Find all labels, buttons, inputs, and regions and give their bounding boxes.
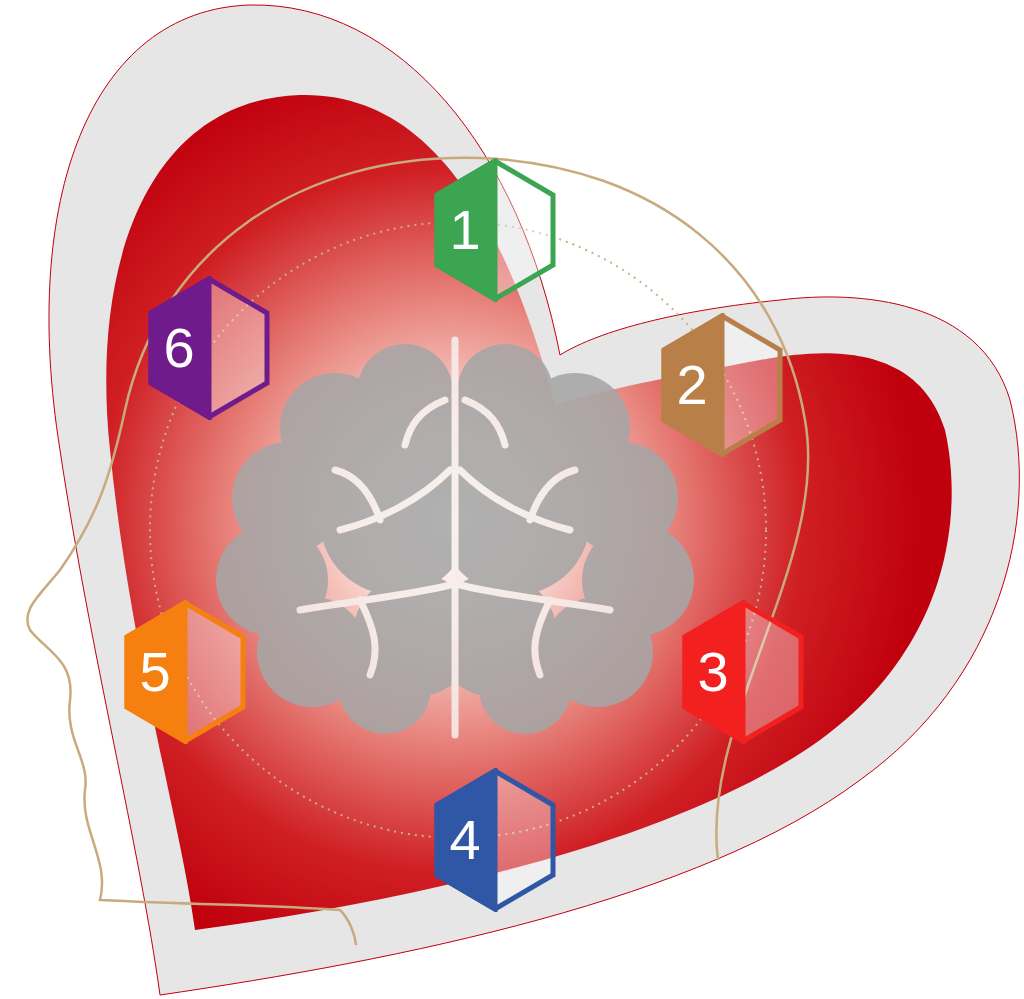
head-profile — [27, 158, 808, 945]
hexagon-border — [664, 316, 780, 454]
number-hexagon: 1 — [433, 158, 557, 302]
brain-icon — [216, 340, 694, 735]
hexagon-border — [127, 603, 243, 741]
callout-number: 1 — [449, 202, 480, 258]
hexagon-fill — [664, 316, 722, 454]
number-hexagon: 6 — [147, 276, 271, 420]
callout-number: 5 — [139, 644, 170, 700]
number-holder: 2 — [660, 313, 724, 457]
hexagon-fill — [437, 161, 495, 299]
callout-number: 3 — [697, 644, 728, 700]
hexagon-fill — [685, 603, 743, 741]
hexagon-fill — [127, 603, 185, 741]
number-holder: 5 — [123, 600, 187, 744]
hexagon-fill — [151, 279, 209, 417]
hexagon-border — [437, 771, 553, 909]
hexagon-fill — [437, 771, 495, 909]
number-hexagon: 2 — [660, 313, 784, 457]
hexagon-border — [151, 279, 267, 417]
heart-outer — [49, 5, 1019, 995]
hexagon-border — [437, 161, 553, 299]
number-holder: 1 — [433, 158, 497, 302]
dotted-ring — [150, 222, 766, 838]
number-holder: 4 — [433, 768, 497, 912]
number-holder: 6 — [147, 276, 211, 420]
number-hexagon: 4 — [433, 768, 557, 912]
number-hexagon: 5 — [123, 600, 247, 744]
callout-number: 6 — [163, 320, 194, 376]
callout-number: 4 — [449, 812, 480, 868]
callout-number: 2 — [676, 357, 707, 413]
heart-inner — [106, 95, 951, 930]
number-hexagon: 3 — [681, 600, 805, 744]
number-holder: 3 — [681, 600, 745, 744]
hexagon-border — [685, 603, 801, 741]
